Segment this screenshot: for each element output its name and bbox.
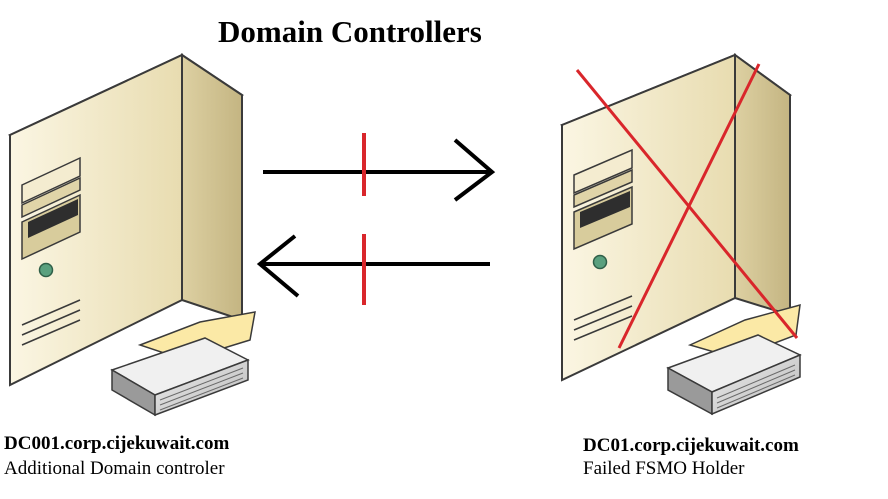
server-role-left: Additional Domain controler [4,458,225,480]
replication-arrow-right [263,133,492,200]
server-hostname-right: DC01.corp.cijekuwait.com [583,435,799,457]
server-hostname-left: DC001.corp.cijekuwait.com [4,433,229,455]
server-role-right: Failed FSMO Holder [583,458,745,480]
replication-arrow-left [260,234,490,305]
book-icon [112,312,255,415]
